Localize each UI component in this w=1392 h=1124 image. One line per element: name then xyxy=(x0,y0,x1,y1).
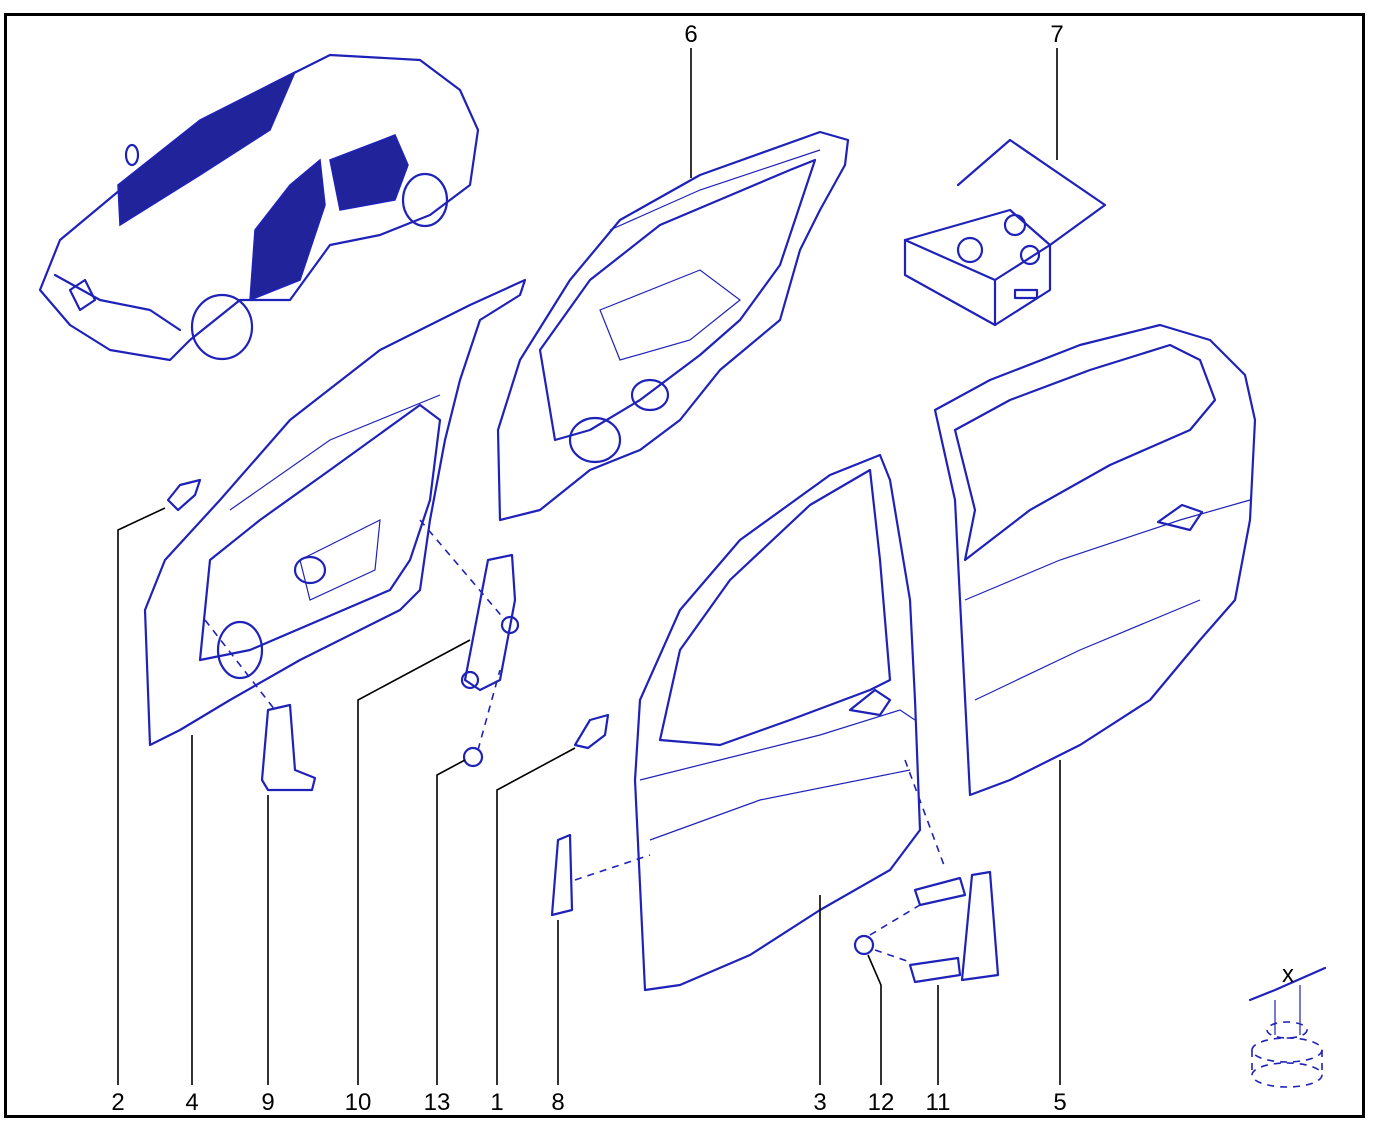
dimension-x-label: x xyxy=(1282,961,1294,988)
part-7-clip-kit-box xyxy=(903,138,1107,327)
callout-9: 9 xyxy=(261,1089,274,1116)
dimension-detail-x xyxy=(1248,966,1327,1088)
part-3-front-door-outer xyxy=(633,453,922,992)
part-4-front-door-inner-panel xyxy=(143,278,527,747)
part-10-window-regulator xyxy=(460,553,520,692)
callout-labels: 2 4 9 10 13 1 8 3 12 11 5 6 7 x xyxy=(111,21,1294,1116)
car-overview-illustration xyxy=(38,53,480,362)
callout-11: 11 xyxy=(926,1089,951,1116)
callout-7: 7 xyxy=(1050,21,1063,48)
part-5-rear-door-outer xyxy=(933,323,1257,797)
part-12-nut xyxy=(853,934,875,956)
callout-3: 3 xyxy=(813,1089,826,1116)
callout-5: 5 xyxy=(1053,1089,1066,1116)
part-8-trim-strip xyxy=(550,833,574,917)
leader-lines xyxy=(117,48,1061,1085)
part-2-bracket xyxy=(166,478,202,512)
callout-2: 2 xyxy=(111,1089,124,1116)
part-6-rear-door-inner-panel xyxy=(496,130,850,522)
part-9-guide-rail xyxy=(260,703,317,792)
part-1-bracket xyxy=(573,713,610,750)
callout-4: 4 xyxy=(185,1089,198,1116)
part-13-nut xyxy=(462,746,484,768)
callout-10: 10 xyxy=(345,1089,372,1116)
part-11-rear-regulator xyxy=(908,870,1000,984)
callout-6: 6 xyxy=(684,21,697,48)
callout-8: 8 xyxy=(551,1089,564,1116)
callout-13: 13 xyxy=(424,1089,451,1116)
callout-1: 1 xyxy=(490,1089,503,1116)
assembly-arrows xyxy=(204,519,946,963)
callout-12: 12 xyxy=(868,1089,895,1116)
